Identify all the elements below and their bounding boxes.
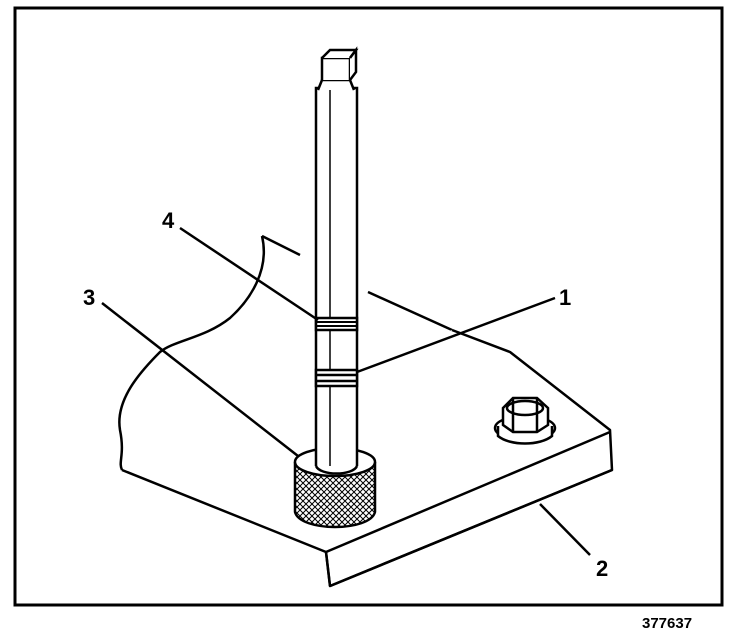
tool-shaft bbox=[314, 46, 359, 475]
leader-lines bbox=[101, 226, 591, 556]
component-surface bbox=[118, 234, 453, 471]
callout-3: 3 bbox=[83, 285, 95, 310]
figure-frame bbox=[13, 6, 724, 607]
callout-4: 4 bbox=[162, 208, 175, 233]
callout-1: 1 bbox=[559, 285, 571, 310]
callout-2: 2 bbox=[596, 556, 608, 581]
figure-id: 377637 bbox=[642, 615, 692, 632]
hex-bolt bbox=[493, 396, 557, 445]
